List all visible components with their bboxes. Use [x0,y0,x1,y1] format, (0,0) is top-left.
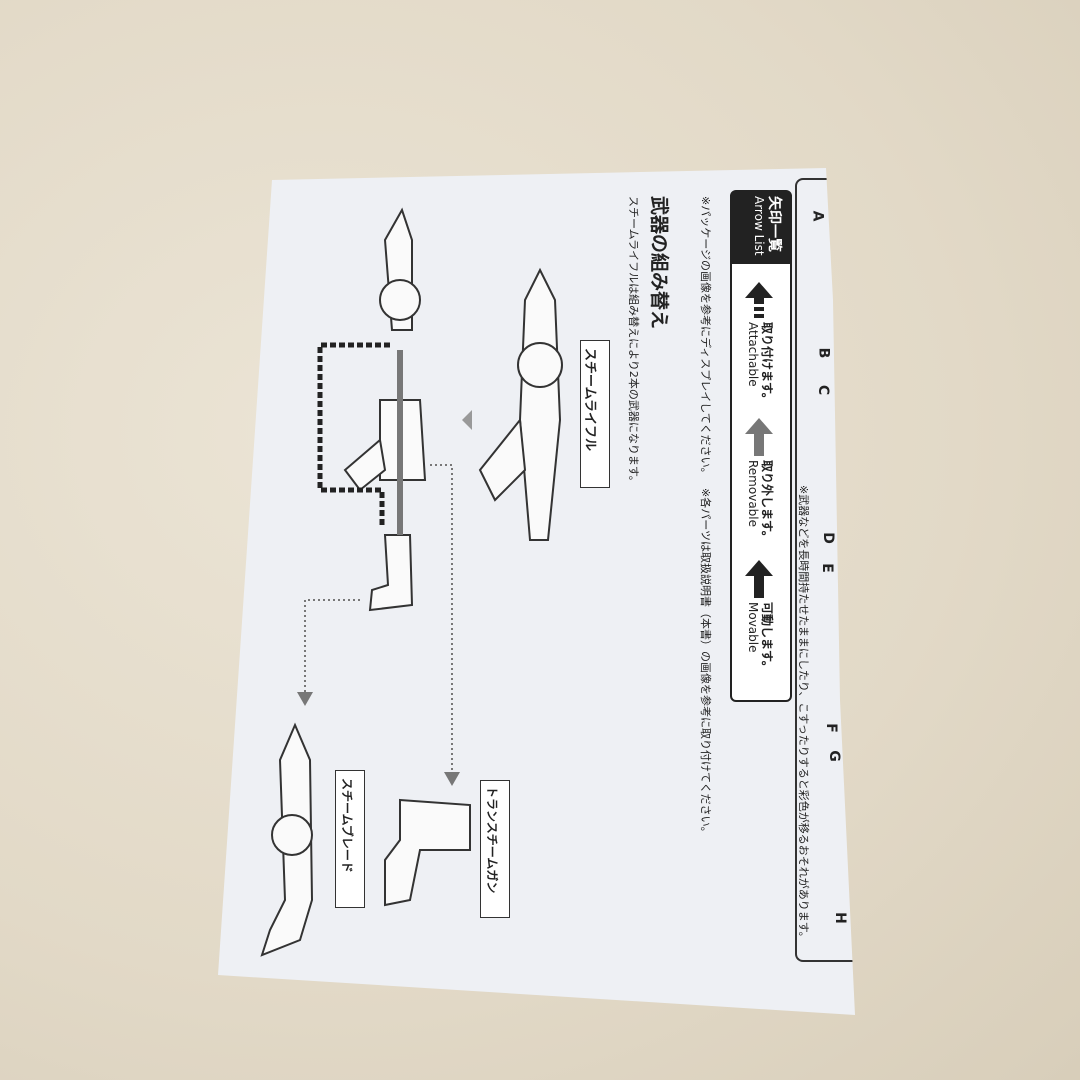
assembly-arrows [304,342,453,775]
trans-steam-gun-label: トランスチームガン [485,786,499,894]
arrow-list-header [732,192,790,264]
grip-part-illustration [368,534,414,612]
steam-rifle-illustration [478,267,563,541]
steam-blade-label: スチームブレード [340,778,354,873]
steam-blade-illustration [260,722,314,957]
steam-blade-top-illustration [379,207,421,331]
dashed-arrow-icon [745,282,773,318]
gray-arrow-icon [745,418,773,456]
triangle-arrow-icon [462,410,472,430]
trans-steam-gun-center-illustration [343,399,427,492]
steam-blade-label-box [335,770,365,908]
steam-rifle-label: スチームライフル [582,348,597,451]
steam-rifle-label-box [580,340,610,488]
trans-steam-gun-label-box [480,780,510,918]
black-arrow-icon [745,560,773,598]
parts-panel [795,178,855,962]
trans-steam-gun-illustration [384,798,471,907]
